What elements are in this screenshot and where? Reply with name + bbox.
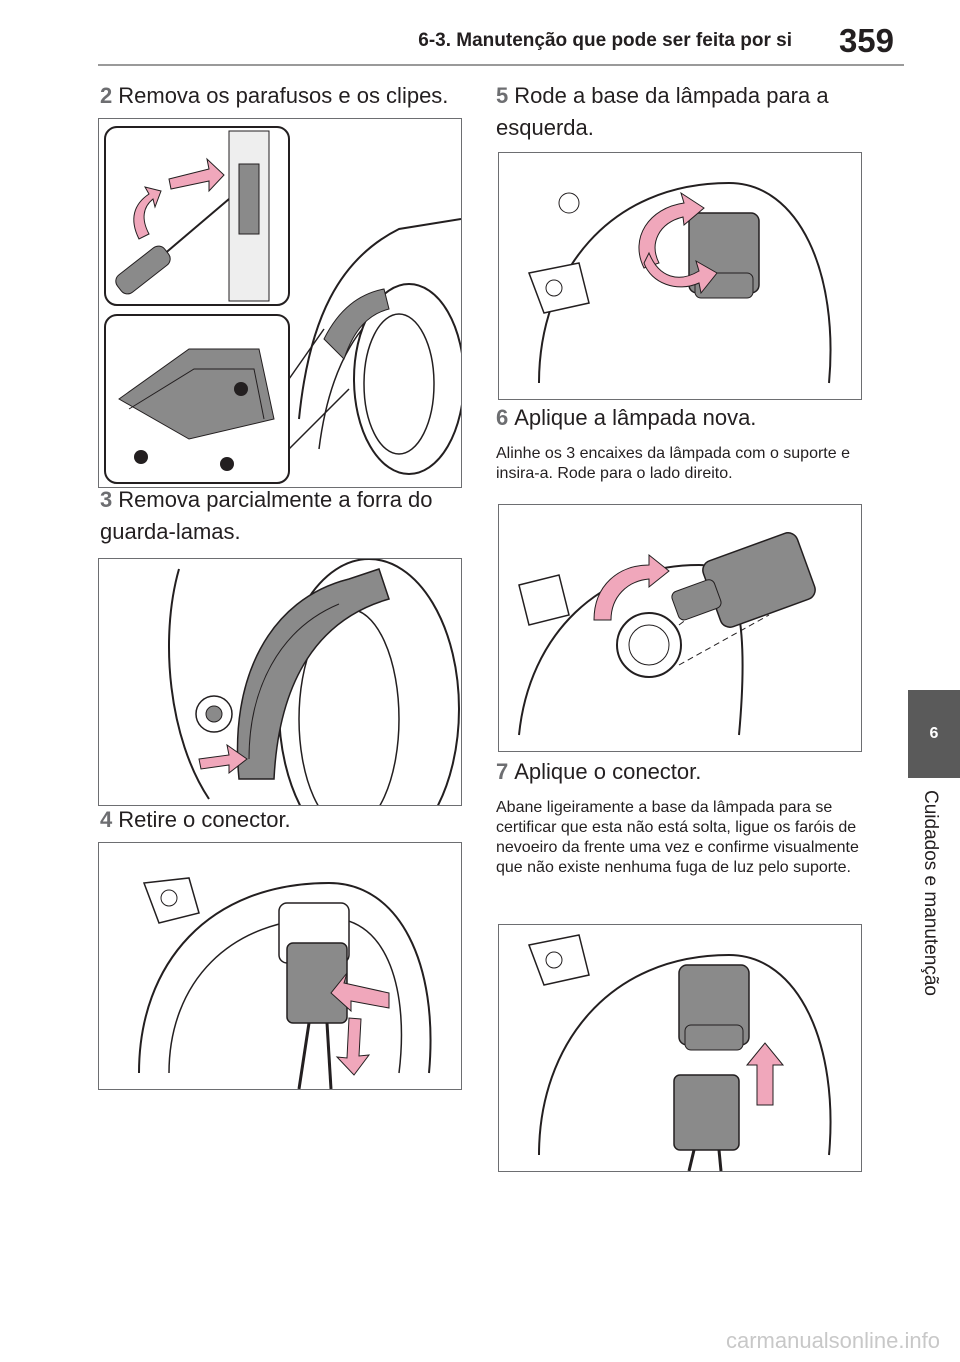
header-divider <box>98 64 904 66</box>
figure-remove-fender-liner <box>98 558 462 806</box>
page-header: 6-3. Manutenção que pode ser feita por s… <box>0 0 960 70</box>
figure-rotate-bulb-left <box>498 152 862 400</box>
figure-remove-screws-clips <box>98 118 462 488</box>
step-number: 5 <box>496 83 509 108</box>
step-7-note: Abane ligeiramente a base da lâmpada par… <box>496 799 859 876</box>
step-text: Rode a base da lâmpada para a esquerda. <box>496 83 829 140</box>
figure-install-connector <box>498 924 862 1172</box>
step-number: 7 <box>496 759 509 784</box>
step-number: 2 <box>100 83 113 108</box>
footer-watermark: carmanualsonline.info <box>725 1328 940 1353</box>
step-number: 6 <box>496 405 509 430</box>
section-title: 6-3. Manutenção que pode ser feita por s… <box>418 30 792 51</box>
step-text: Aplique a lâmpada nova. <box>514 405 757 430</box>
step-text: Retire o conector. <box>118 807 291 832</box>
step-text: Remova parcialmente a forra do guarda-la… <box>100 487 433 544</box>
chapter-title: Cuidados e manutenção <box>920 790 941 996</box>
step-number: 3 <box>100 487 113 512</box>
step-number: 4 <box>100 807 113 832</box>
step-6-note: Alinhe os 3 encaixes da lâmpada com o su… <box>496 445 850 482</box>
figure-install-new-bulb <box>498 504 862 752</box>
chapter-tab[interactable]: 6 <box>908 690 960 778</box>
figure-remove-connector <box>98 842 462 1090</box>
step-text: Aplique o conector. <box>514 759 702 784</box>
chapter-number: 6 <box>929 725 939 742</box>
page-number: 359 <box>838 22 894 59</box>
chapter-title-tab: Cuidados e manutenção <box>900 790 960 1050</box>
step-text: Remova os parafusos e os clipes. <box>118 83 449 108</box>
